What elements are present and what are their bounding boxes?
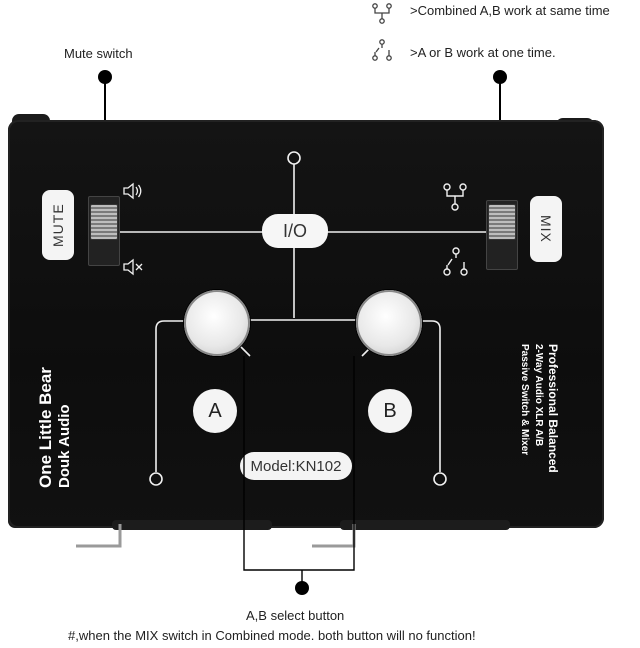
channel-a-label: A <box>193 389 237 433</box>
select-button-b[interactable] <box>356 290 422 356</box>
separate-mode-icon <box>372 39 392 61</box>
speaker-on-icon <box>123 182 142 200</box>
bottom-connector-left <box>112 520 272 530</box>
mix-warning-note: #,when the MIX switch in Combined mode. … <box>68 628 476 643</box>
channel-b-label: B <box>368 389 412 433</box>
mix-switch-lever[interactable] <box>488 204 516 240</box>
bottom-connector-right <box>340 520 510 530</box>
combined-mode-text: >Combined A,B work at same time <box>410 3 610 18</box>
separate-mode-text: >A or B work at one time. <box>410 45 556 60</box>
mute-callout-dot <box>98 70 112 84</box>
select-button-a[interactable] <box>184 290 250 356</box>
mute-switch-lever[interactable] <box>90 204 118 240</box>
speaker-muted-icon <box>123 258 143 276</box>
panel-combined-icon <box>443 183 467 211</box>
io-label: I/O <box>262 214 328 248</box>
model-label: Model:KN102 <box>240 452 352 480</box>
mix-callout-dot <box>493 70 507 84</box>
panel-separate-icon <box>443 247 468 276</box>
mute-switch-callout: Mute switch <box>64 46 133 61</box>
combined-mode-icon <box>372 3 392 24</box>
select-button-callout: A,B select button <box>246 608 345 623</box>
mix-label: MIX <box>530 196 562 262</box>
